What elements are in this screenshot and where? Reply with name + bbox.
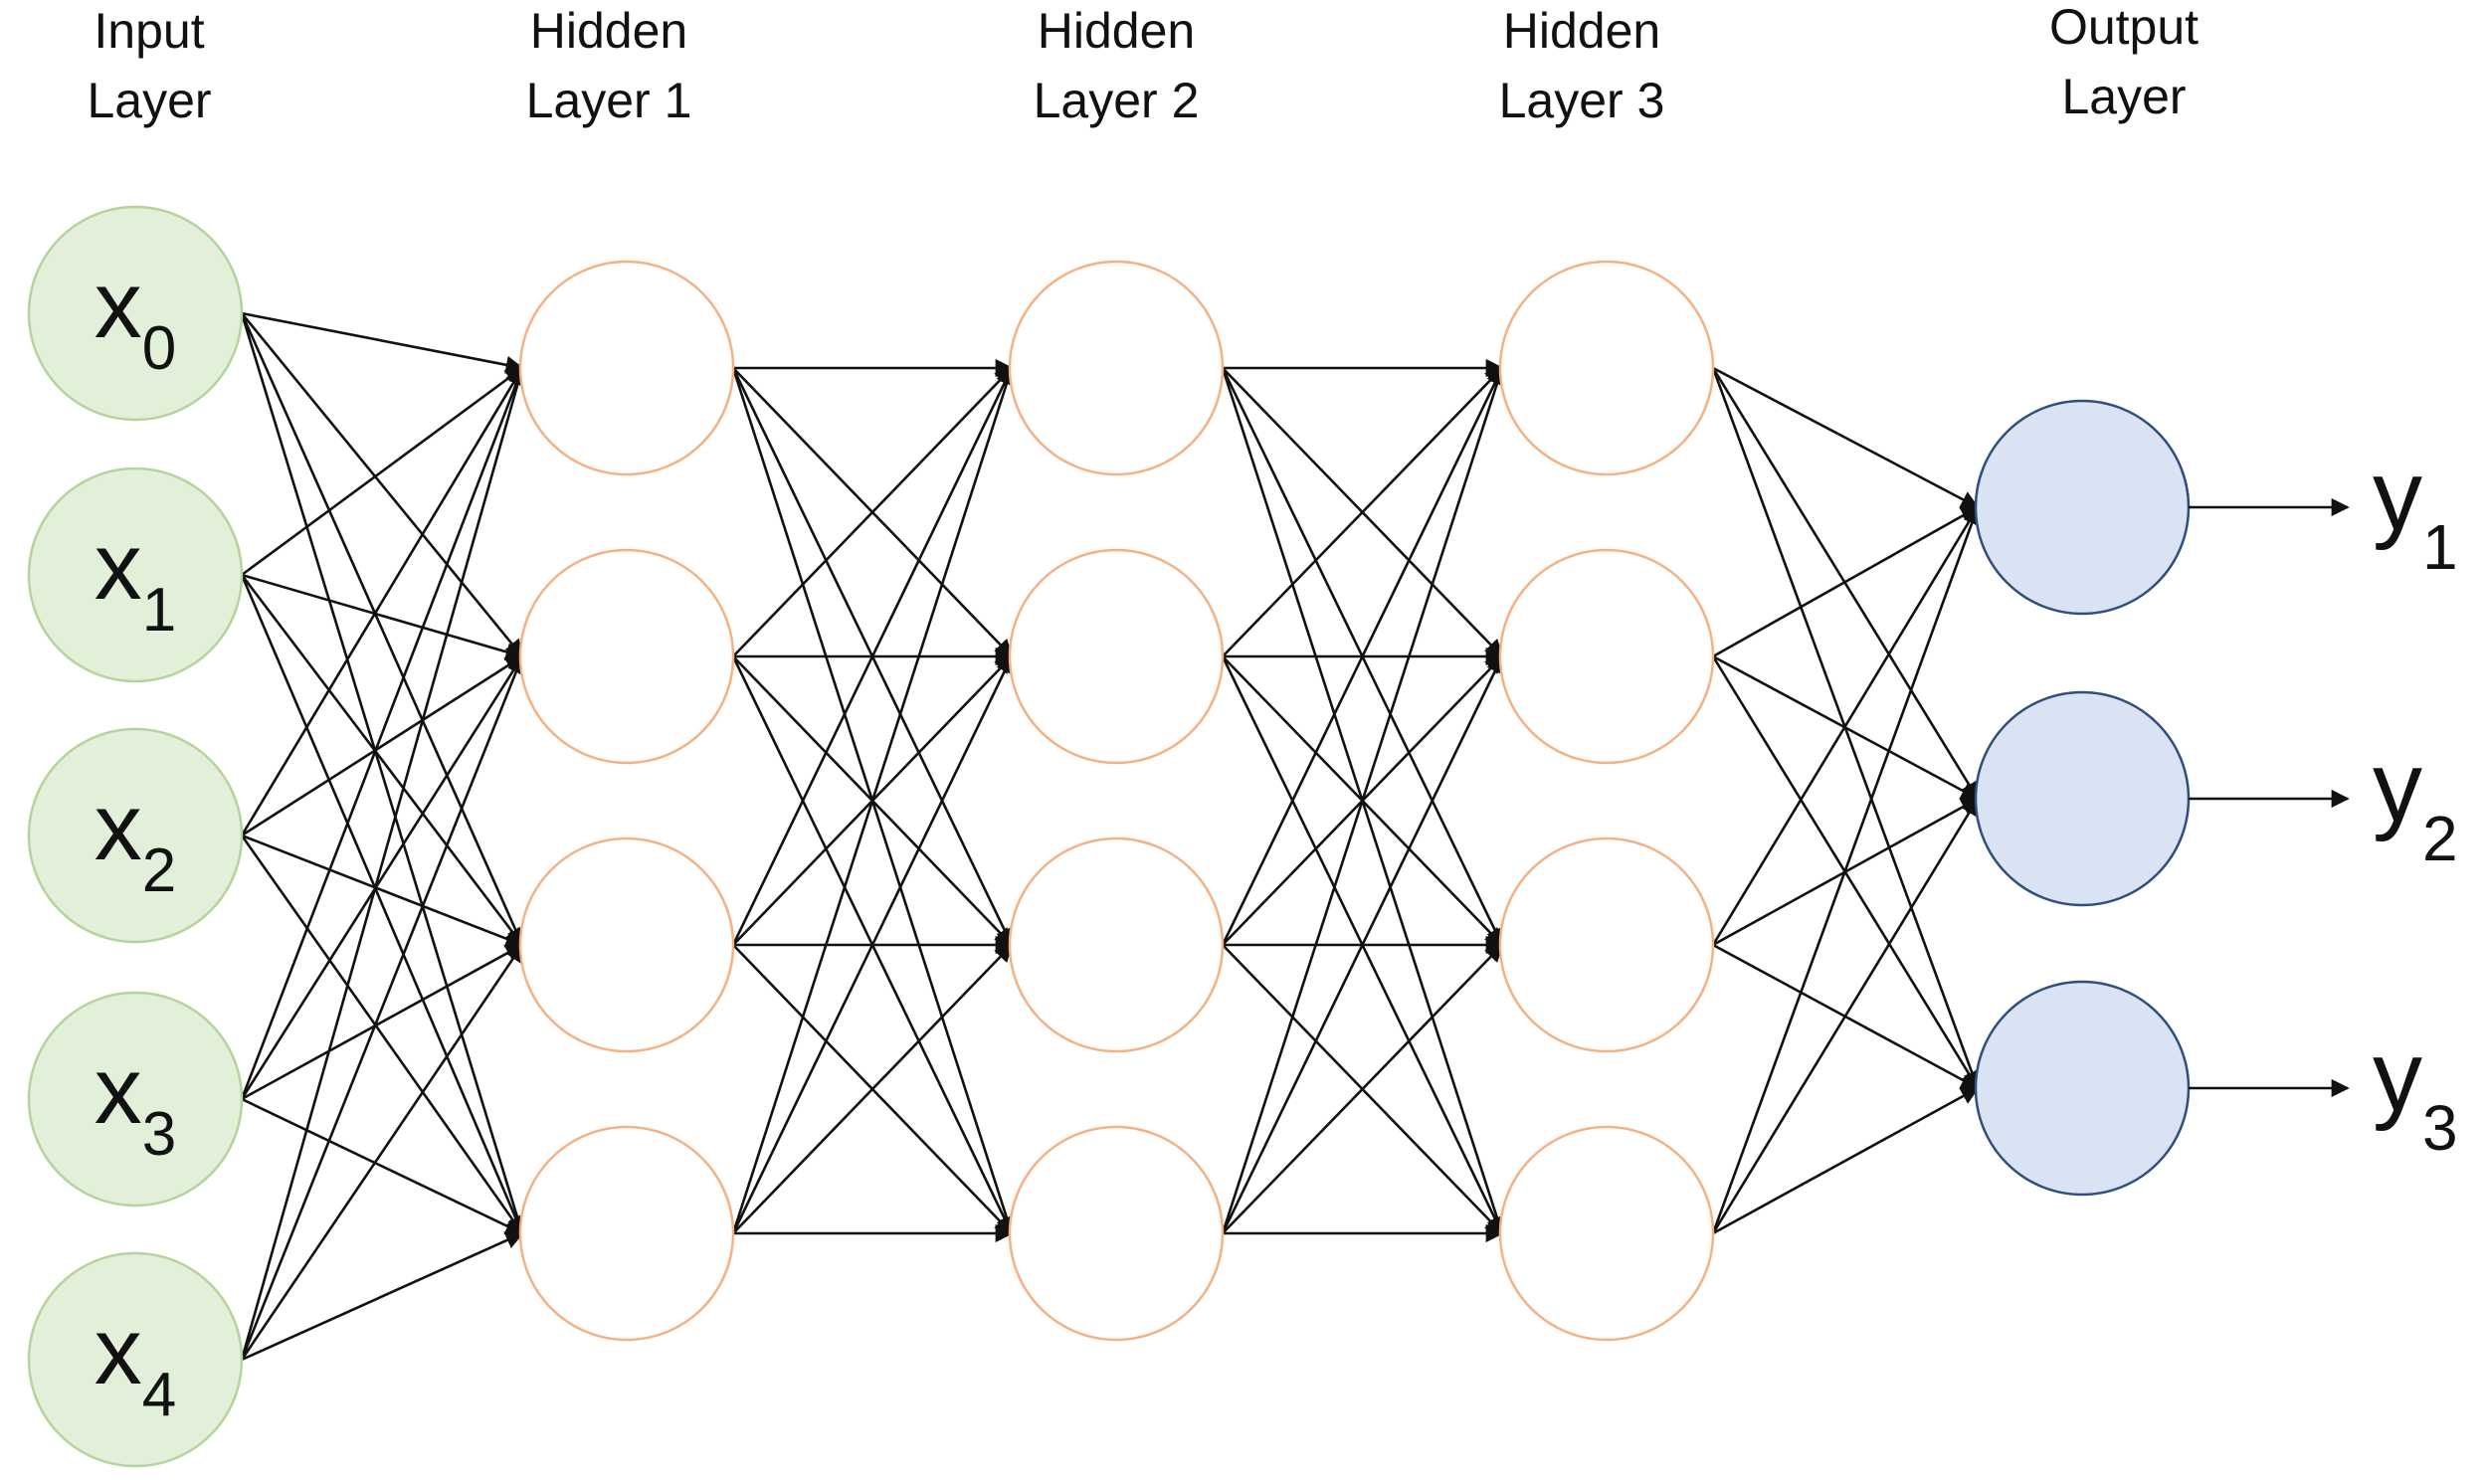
edge-input-4-to-hidden-1-1 [240, 654, 525, 1361]
layer-title-hidden-2-line-2: Layer 2 [1034, 73, 1200, 128]
input-node-3 [27, 991, 244, 1207]
layer-title-input-line-2: Layer [87, 73, 211, 128]
output-node-0 [1974, 399, 2191, 616]
hidden-2-node-3 [1008, 1125, 1225, 1342]
input-node-1-label: x1 [95, 513, 176, 645]
edge-input-2-to-hidden-1-0 [240, 366, 524, 836]
layer-title-hidden-3-line-1: Hidden [1503, 3, 1660, 59]
edge-hidden-3-3-to-output-2 [1712, 1086, 1980, 1235]
hidden-3-node-2 [1498, 836, 1715, 1053]
edge-hidden-2-3-to-hidden-3-2 [1222, 943, 1504, 1234]
edge-input-1-to-hidden-1-3 [240, 574, 524, 1235]
edge-hidden-1-1-to-hidden-2-0 [732, 366, 1014, 657]
edge-input-0-to-hidden-1-1 [240, 312, 524, 658]
layer-title-hidden-3-line-2: Layer 3 [1499, 73, 1665, 128]
edge-input-4-to-hidden-1-0 [240, 366, 527, 1361]
edge-input-3-to-hidden-1-0 [240, 366, 525, 1100]
edge-input-1-to-hidden-1-2 [240, 574, 524, 947]
edge-input-3-to-hidden-1-3 [241, 1097, 524, 1235]
layer-title-output-line-2: Layer [2061, 69, 2186, 124]
edge-input-0-to-hidden-1-0 [241, 311, 524, 374]
input-node-4 [27, 1251, 244, 1468]
edge-input-3-to-hidden-1-1 [240, 654, 524, 1100]
edge-hidden-1-3-to-hidden-2-0 [731, 366, 1016, 1234]
layer-title-output-line-1: Output [2049, 0, 2199, 55]
edge-hidden-3-3-to-output-1 [1711, 797, 1980, 1234]
edge-hidden-1-3-to-hidden-2-1 [731, 654, 1014, 1234]
hidden-1-node-2 [518, 836, 735, 1053]
neurons: x0 x1 x2 x3 x4 [27, 205, 2191, 1468]
hidden-1-node-0 [518, 260, 735, 476]
edge-input-0-to-hidden-1-2 [240, 312, 524, 947]
edge-input-2-to-hidden-1-2 [241, 834, 524, 948]
hidden-2-node-0 [1008, 260, 1225, 476]
output-node-2 [1974, 980, 2191, 1197]
input-node-0-label: x0 [95, 252, 176, 383]
hidden-3-node-0 [1498, 260, 1715, 476]
output-labels: y1 y2 y3 [2189, 440, 2458, 1164]
edge-hidden-3-0-to-output-0 [1712, 366, 1980, 509]
hidden-3-node-1 [1498, 548, 1715, 765]
edge-input-4-to-hidden-1-2 [240, 943, 524, 1361]
output-label-2: y3 [2373, 1020, 2458, 1164]
input-node-0 [27, 205, 244, 422]
edge-hidden-2-1-to-hidden-3-0 [1222, 366, 1504, 657]
edge-input-0-to-hidden-1-3 [240, 312, 526, 1235]
edge-input-4-to-hidden-1-3 [241, 1231, 524, 1362]
edge-hidden-2-2-to-hidden-3-0 [1221, 366, 1504, 946]
hidden-3-node-3 [1498, 1125, 1715, 1342]
hidden-2-node-2 [1008, 836, 1225, 1053]
edge-input-1-to-hidden-1-0 [241, 366, 524, 577]
layer-title-hidden-1-line-2: Layer 1 [526, 73, 692, 128]
output-label-1: y2 [2373, 731, 2458, 874]
edge-input-1-to-hidden-1-1 [241, 573, 524, 661]
edge-hidden-1-3-to-hidden-2-2 [732, 943, 1014, 1234]
input-node-1 [27, 466, 244, 683]
input-node-2-label: x2 [95, 774, 176, 905]
connections [240, 311, 1981, 1362]
edge-input-2-to-hidden-1-3 [240, 835, 524, 1235]
hidden-1-node-1 [518, 548, 735, 765]
layer-title-hidden-2-line-1: Hidden [1038, 3, 1195, 59]
edge-hidden-3-0-to-output-1 [1711, 367, 1980, 801]
edge-hidden-3-1-to-output-0 [1712, 505, 1980, 658]
hidden-1-node-3 [518, 1125, 735, 1342]
input-node-4-label: x4 [95, 1298, 176, 1429]
layer-title-input-line-1: Input [94, 3, 204, 59]
output-node-1 [1974, 690, 2191, 907]
edge-hidden-2-3-to-hidden-3-1 [1221, 654, 1504, 1234]
input-node-3-label: x3 [95, 1037, 176, 1169]
output-label-0: y1 [2373, 440, 2458, 583]
edge-hidden-3-3-to-output-0 [1711, 505, 1981, 1234]
layer-title-hidden-1-line-1: Hidden [530, 3, 687, 59]
hidden-2-node-1 [1008, 548, 1225, 765]
edge-hidden-2-3-to-hidden-3-0 [1221, 366, 1506, 1234]
edge-hidden-1-2-to-hidden-2-0 [731, 366, 1014, 946]
edge-input-3-to-hidden-1-2 [241, 943, 524, 1101]
edge-input-2-to-hidden-1-1 [241, 654, 524, 837]
edge-hidden-3-2-to-output-0 [1711, 505, 1980, 946]
input-node-2 [27, 727, 244, 944]
